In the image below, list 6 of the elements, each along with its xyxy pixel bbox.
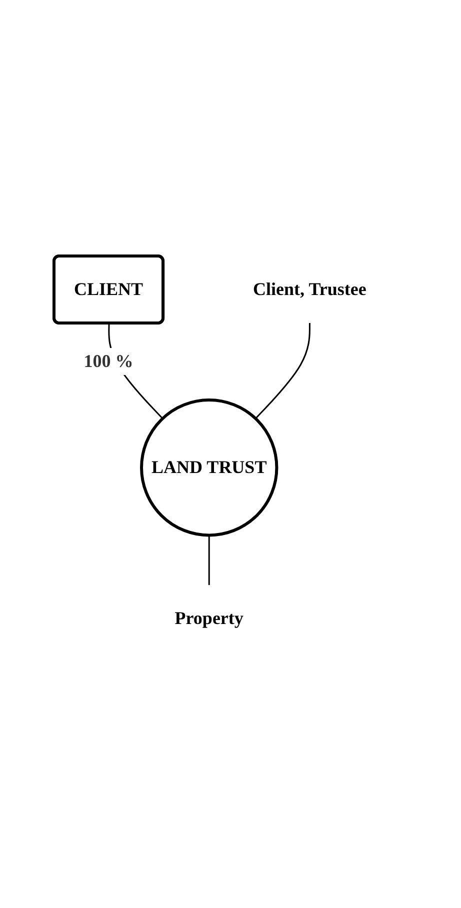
node-text: Property bbox=[175, 608, 244, 628]
node-text: Client, Trustee bbox=[253, 278, 367, 299]
node-circle: LAND TRUST bbox=[140, 398, 279, 537]
connector bbox=[208, 535, 210, 586]
connector bbox=[255, 322, 311, 419]
edge-label: 100 % bbox=[84, 350, 134, 371]
